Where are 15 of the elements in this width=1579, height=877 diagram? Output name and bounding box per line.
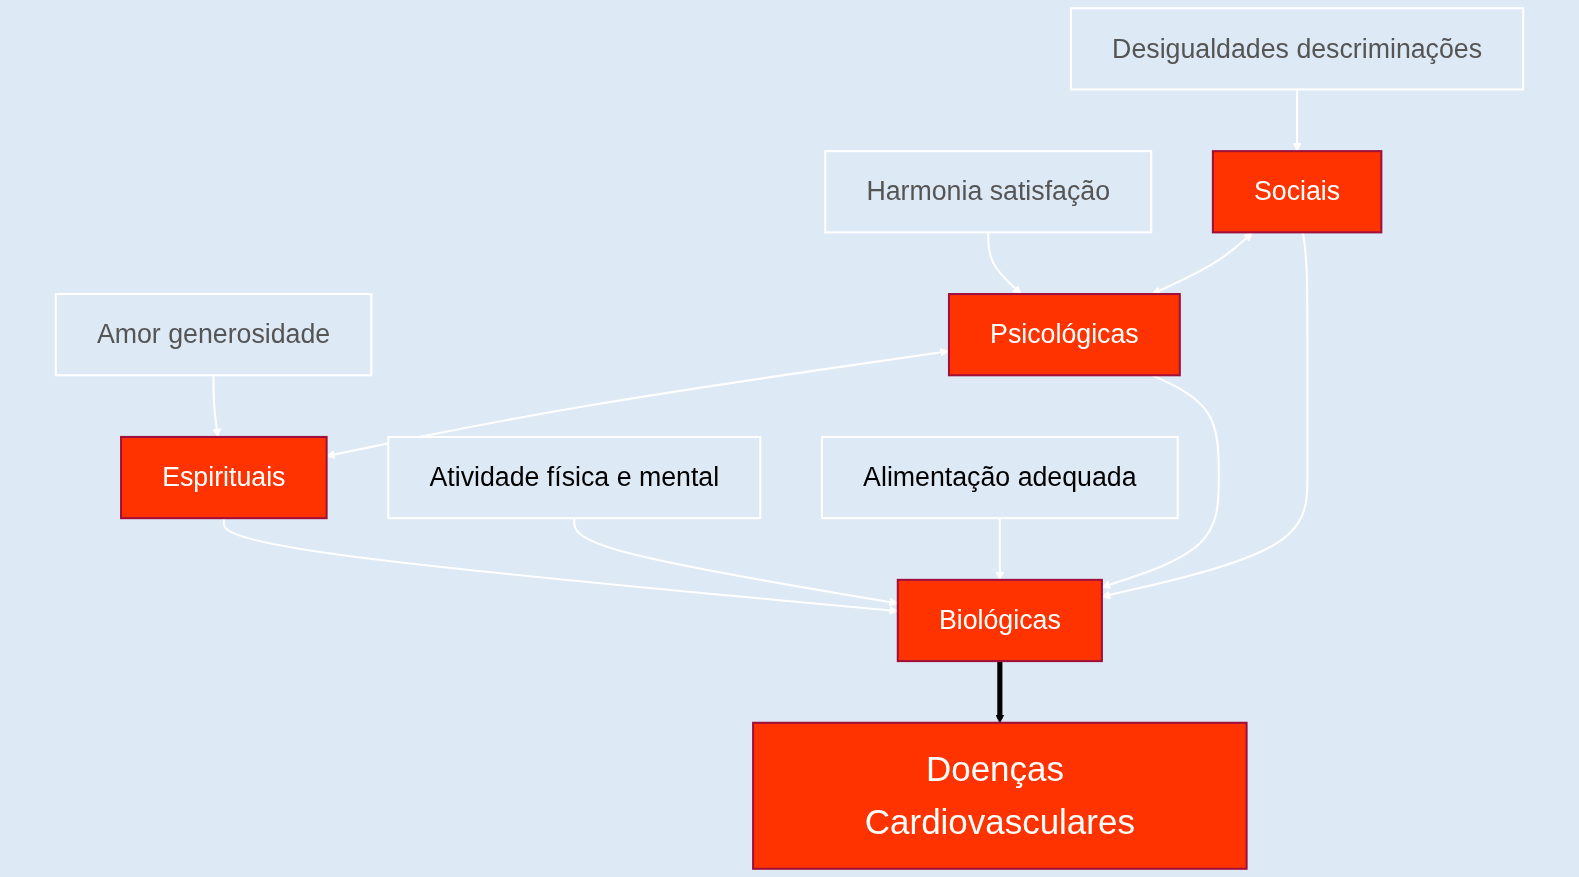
node-box: Doenças Cardiovasculares <box>752 721 1248 870</box>
node-box: Espirituais <box>120 435 328 520</box>
arrow <box>326 348 949 459</box>
node-box: Biológicas <box>896 578 1103 663</box>
arrow <box>1151 232 1253 295</box>
node-box: Harmonia satisfação <box>824 150 1153 234</box>
arrow <box>987 232 1022 295</box>
node-box: Sociais <box>1211 150 1383 234</box>
arrow <box>1292 89 1302 152</box>
node-box: Psicológicas <box>947 293 1181 377</box>
node-box: Desigualdades descriminações <box>1069 7 1525 91</box>
node-box: Alimentação adequada <box>820 435 1179 520</box>
arrow <box>1101 232 1309 600</box>
node-box: Amor generosidade <box>54 293 373 377</box>
node-box: Atividade física e mental <box>387 435 762 520</box>
